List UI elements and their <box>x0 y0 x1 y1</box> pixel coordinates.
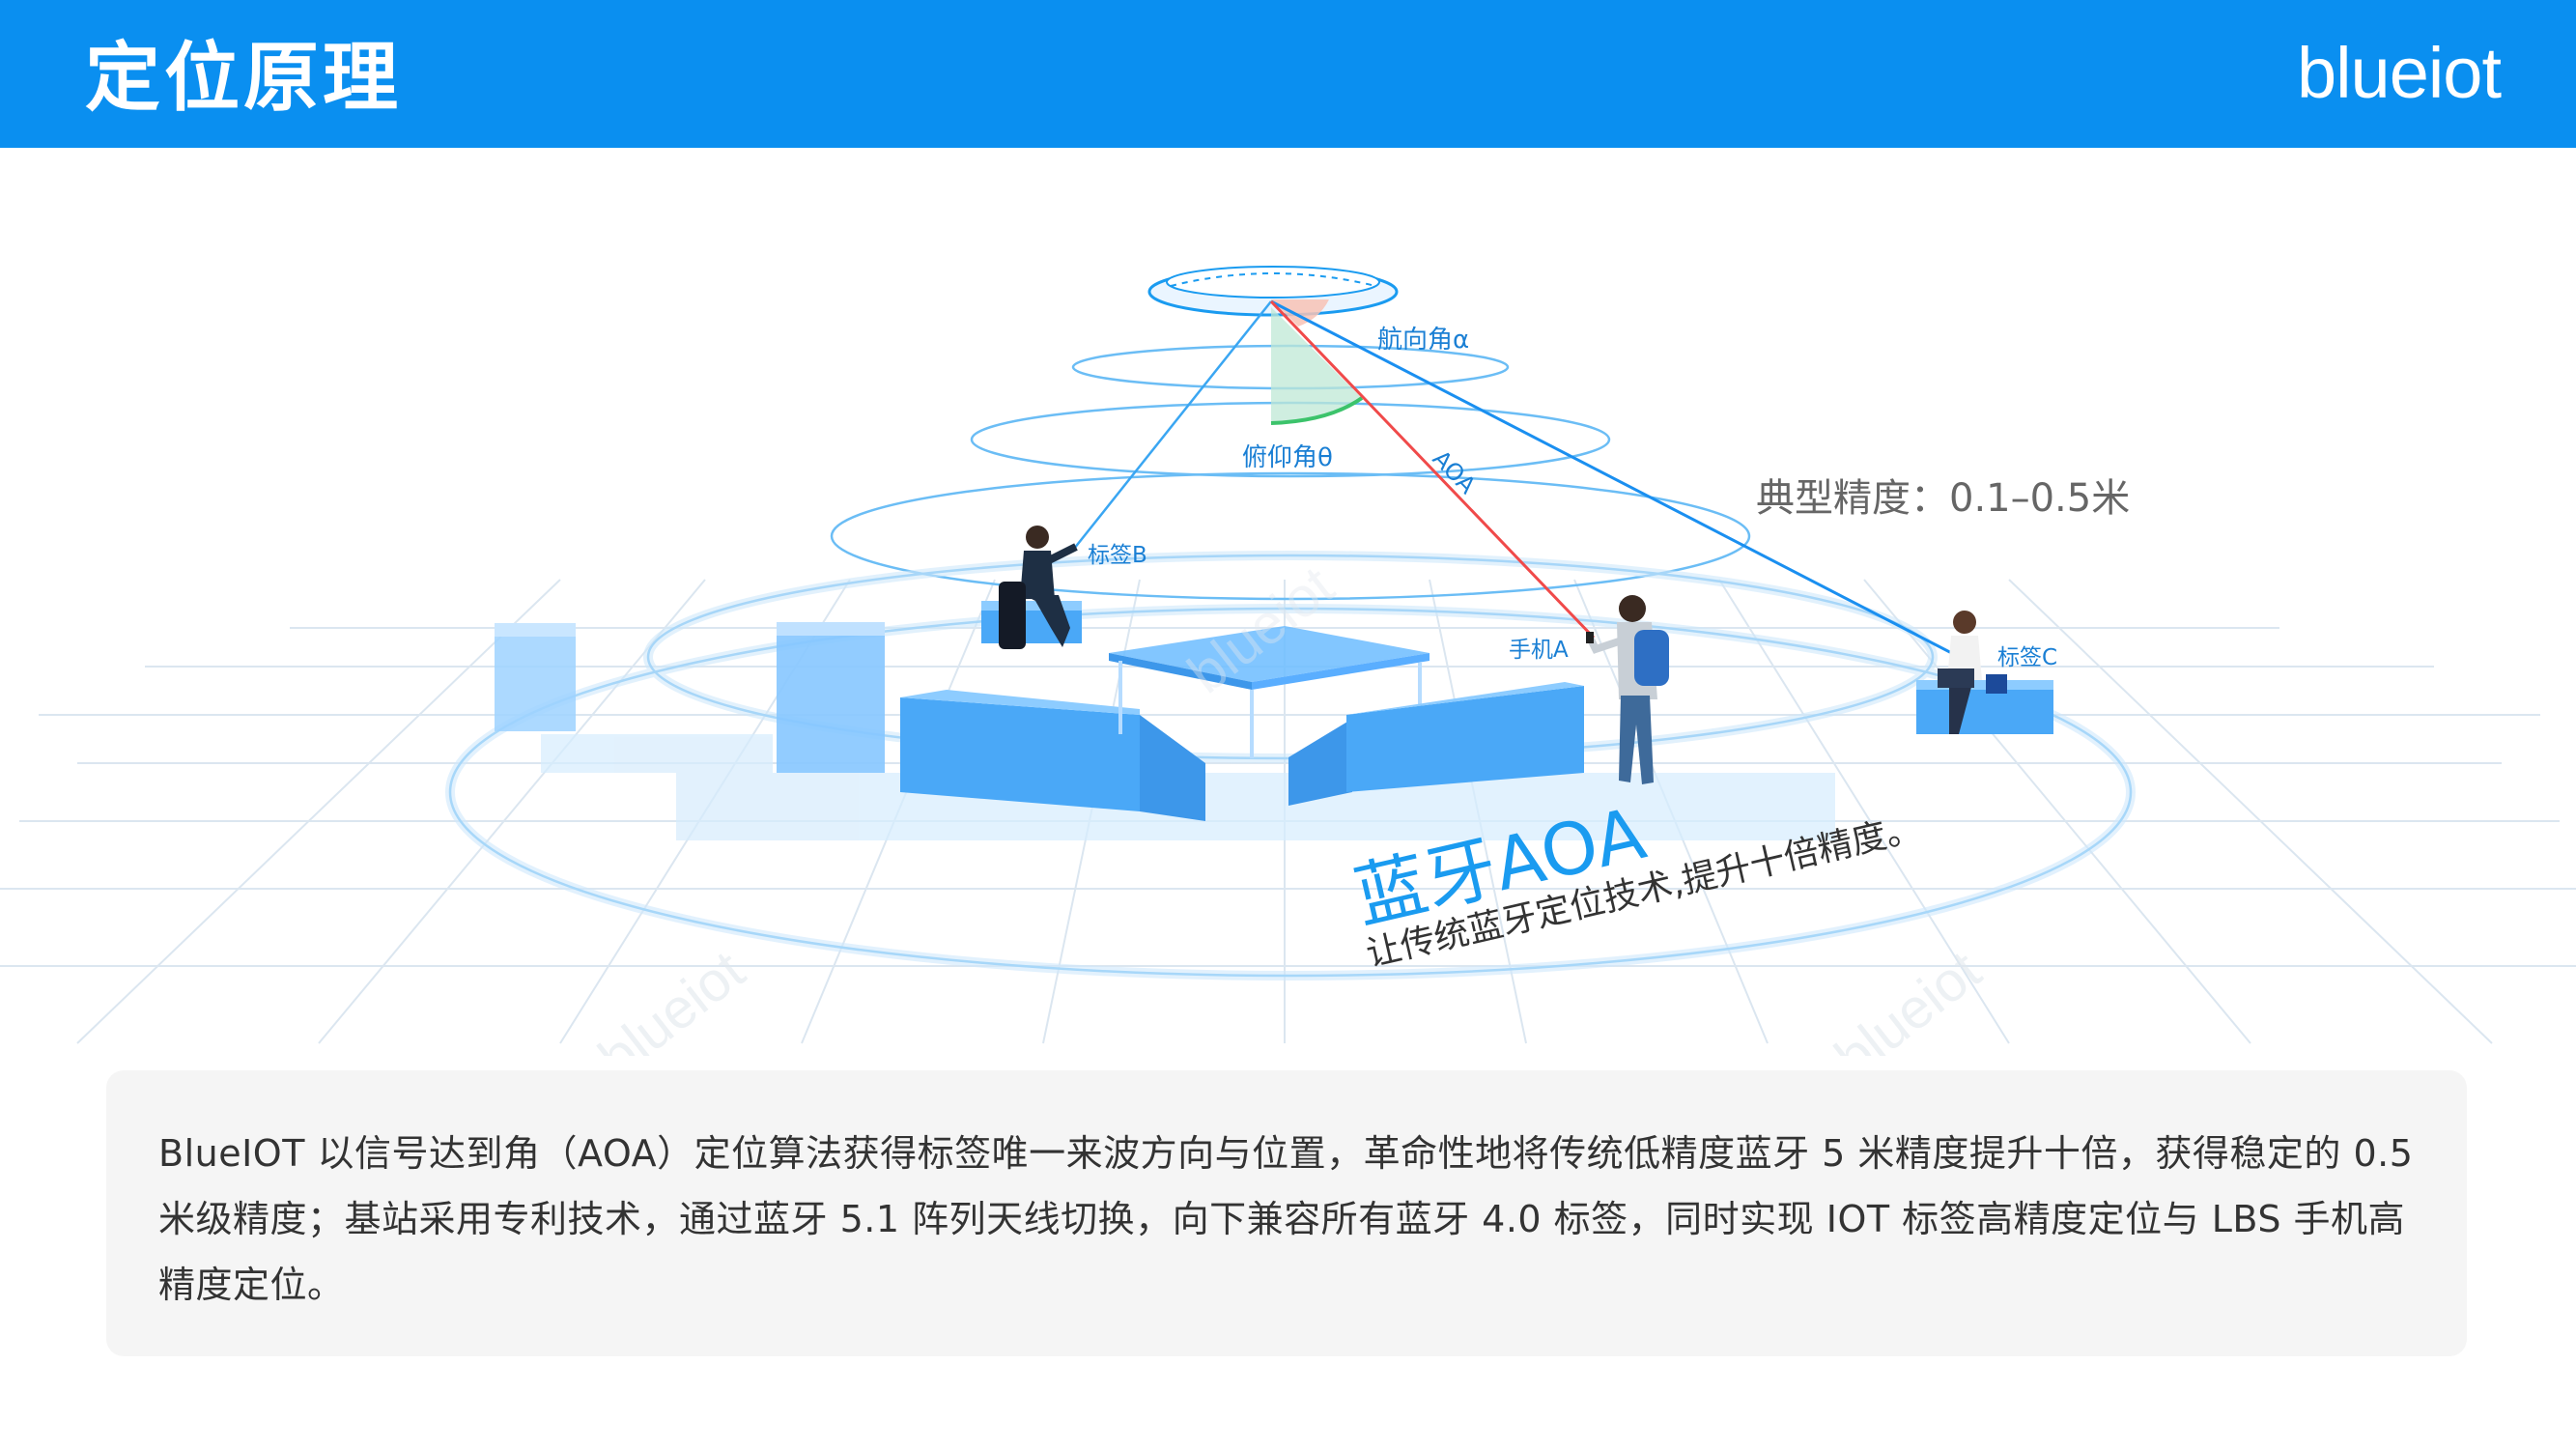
aoa-diagram: blueiot blueiot blueiot 航向角α 俯仰角θ AOA 标签… <box>0 148 2576 1090</box>
table <box>1109 626 1430 758</box>
watermark: blueiot <box>1824 939 1993 1056</box>
aoa-base-station <box>1147 266 1399 317</box>
pitch-angle-label: 俯仰角θ <box>1242 443 1333 472</box>
phone-a-label: 手机A <box>1509 638 1569 663</box>
typical-accuracy: 典型精度：0.1–0.5米 <box>1756 476 2131 521</box>
sofa-left <box>900 690 1205 821</box>
pillar-center <box>777 622 885 773</box>
pitch-angle-arc <box>1270 396 1364 425</box>
person-phone-a <box>1586 595 1669 784</box>
heading-angle-wedge <box>1271 299 1329 327</box>
signal-line-tag-b <box>1073 300 1272 550</box>
pillar-left <box>495 623 576 731</box>
aoa-signal-line <box>1269 299 1596 640</box>
person-tag-c <box>1938 611 2007 734</box>
pitch-angle-wedge <box>1271 307 1362 423</box>
signal-line-tag-c <box>1270 299 1971 665</box>
blueiot-logo: blueiot <box>2296 33 2502 113</box>
person-tag-b <box>999 526 1078 649</box>
watermark: blueiot <box>587 939 756 1056</box>
description-text: BlueIOT 以信号达到角（AOA）定位算法获得标签唯一来波方向与位置，革命性… <box>158 1132 2414 1306</box>
description-box: BlueIOT 以信号达到角（AOA）定位算法获得标签唯一来波方向与位置，革命性… <box>106 1070 2467 1356</box>
tag-b-label: 标签B <box>1088 543 1147 568</box>
sofa-right <box>1288 682 1584 806</box>
header-bar: 定位原理 blueiot <box>0 0 2576 148</box>
tag-c-label: 标签C <box>1997 645 2057 670</box>
page-title: 定位原理 <box>85 35 403 122</box>
seat-tag-c <box>1916 680 2053 734</box>
heading-angle-label: 航向角α <box>1377 326 1469 355</box>
